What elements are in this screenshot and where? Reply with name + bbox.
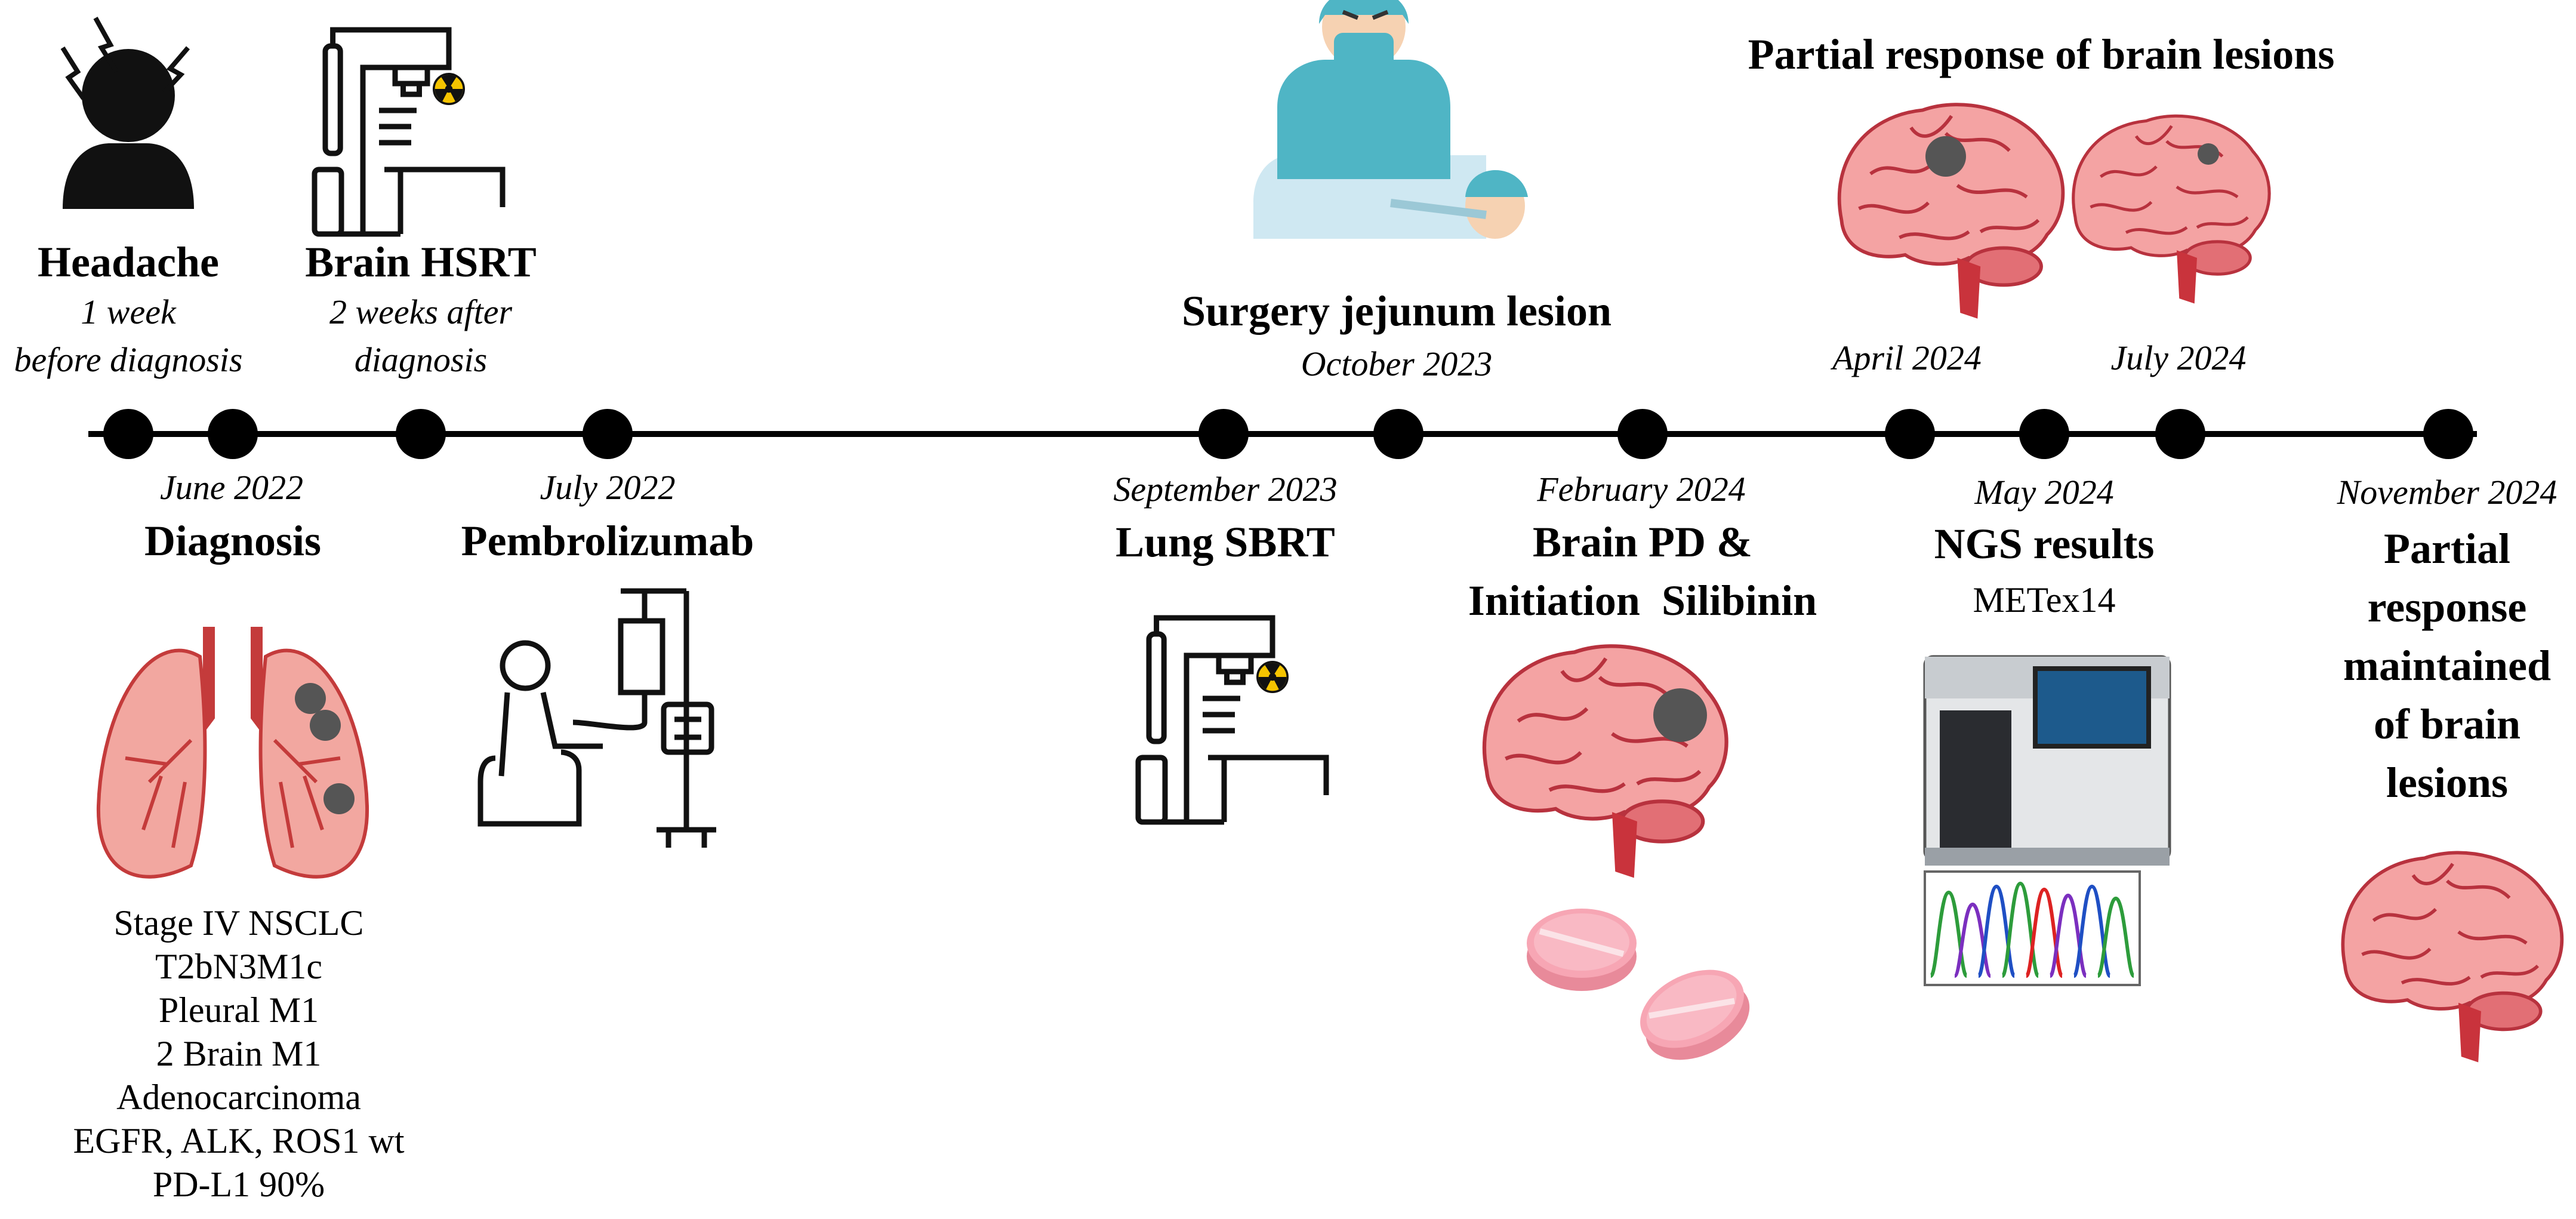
november-title-line-5: lesions (2386, 759, 2509, 806)
infusion-icon (477, 588, 716, 848)
surgery-title: Surgery jejunum lesion (1182, 287, 1611, 335)
november-2024-date: November 2024 (2337, 473, 2557, 512)
brain-pd-title-line-1: Brain PD & (1533, 518, 1752, 566)
brain-hsrt-date-line-1: 2 weeks after (329, 293, 513, 331)
detail-pdl1: PD-L1 90% (152, 1165, 325, 1204)
brain-pd-title-line-2: Initiation Silibinin (1468, 577, 1817, 624)
dot-april-2024 (1885, 409, 1935, 459)
dot-july-2024 (2155, 409, 2205, 459)
lung-sbrt-title: Lung SBRT (1116, 518, 1335, 566)
timeline-dots (103, 409, 2473, 459)
surgery-date: October 2023 (1301, 344, 1493, 383)
november-title-line-3: maintained (2343, 642, 2552, 689)
brain-icon (1484, 646, 1727, 878)
dot-headache (103, 409, 153, 459)
lesion-marker (2198, 143, 2219, 165)
dot-brain-hsrt (396, 409, 446, 459)
radiotherapy-machine-icon (315, 30, 503, 234)
november-2024-title: Partial response maintained of brain les… (2343, 519, 2551, 812)
ngs-date: May 2024 (1974, 473, 2114, 512)
diagnosis-details: Stage IV NSCLC T2bN3M1c Pleural M1 2 Bra… (73, 901, 404, 1206)
lung-sbrt-date: September 2023 (1113, 470, 1338, 509)
headache-title: Headache (38, 238, 219, 286)
dot-pembrolizumab (583, 409, 633, 459)
pembrolizumab-date: July 2022 (540, 468, 676, 507)
pill-icon (1628, 955, 1762, 1076)
diagnosis-date: June 2022 (160, 468, 303, 507)
headache-person-icon (60, 17, 194, 209)
headache-date-line-2: before diagnosis (14, 340, 243, 379)
brain-icon (2073, 116, 2269, 303)
detail-stage: Stage IV NSCLC (113, 903, 364, 943)
lesion-marker (1653, 688, 1707, 742)
brain-hsrt-date-line-2: diagnosis (354, 340, 488, 379)
november-title-line-2: response (2367, 583, 2527, 631)
detail-mutations: EGFR, ALK, ROS1 wt (73, 1121, 405, 1160)
july-2024-date: July 2024 (2110, 338, 2247, 377)
surgery-icon (1253, 0, 1528, 239)
brain-pd-date: February 2024 (1537, 470, 1746, 509)
dot-ngs (2019, 409, 2069, 459)
chromatogram-icon (1924, 870, 2141, 986)
detail-pleural: Pleural M1 (158, 990, 319, 1030)
november-title-line-4: of brain (2373, 700, 2521, 748)
dot-november-2024 (2423, 409, 2473, 459)
dot-surgery (1373, 409, 1423, 459)
diagnosis-title: Diagnosis (144, 517, 322, 565)
lungs-icon (96, 627, 369, 879)
headache-date-line-1: 1 week (81, 293, 176, 331)
detail-brain-mets: 2 Brain M1 (156, 1034, 322, 1073)
brain-icon (1839, 104, 2063, 319)
dot-lung-sbrt (1198, 409, 1249, 459)
april-2024-date: April 2024 (1832, 338, 1982, 377)
dot-diagnosis (208, 409, 258, 459)
lesion-marker (1925, 136, 1966, 177)
detail-tnm: T2bN3M1c (155, 947, 322, 986)
brain-hsrt-title: Brain HSRT (305, 238, 537, 286)
pill-icon (1527, 909, 1637, 991)
detail-histology: Adenocarcinoma (116, 1078, 361, 1117)
ngs-detail: METex14 (1973, 580, 2116, 620)
ngs-title: NGS results (1934, 520, 2155, 568)
dot-brain-pd (1617, 409, 1668, 459)
sequencer-icon (1923, 655, 2171, 866)
pembrolizumab-title: Pembrolizumab (461, 517, 754, 565)
brain-icon (2343, 852, 2562, 1062)
radiotherapy-machine-icon (1138, 618, 1326, 822)
lesion-marker (295, 683, 326, 714)
partial-response-title: Partial response of brain lesions (1748, 30, 2335, 78)
november-title-line-1: Partial (2384, 525, 2510, 572)
lesion-marker (310, 710, 341, 741)
lesion-marker (323, 783, 355, 814)
